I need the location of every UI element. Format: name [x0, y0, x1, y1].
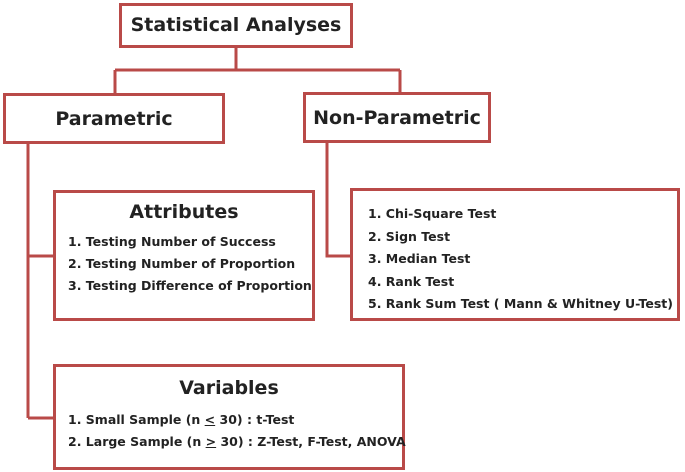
- variables-title: Variables: [179, 377, 279, 399]
- list-item: 3. Median Test: [368, 251, 471, 266]
- attributes-box: Attributes 1. Testing Number of Success …: [53, 190, 315, 321]
- item-prefix: 2. Large Sample (n: [68, 434, 206, 449]
- non-parametric-title: Non-Parametric: [313, 107, 481, 129]
- root-box: Statistical Analyses: [119, 3, 353, 48]
- variables-list: 1. Small Sample (n < 30) : t-Test 2. Lar…: [68, 409, 406, 453]
- list-item: 2. Large Sample (n > 30) : Z-Test, F-Tes…: [68, 431, 406, 453]
- list-item: 5. Rank Sum Test ( Mann & Whitney U-Test…: [368, 296, 673, 311]
- item-suffix: 30) : t-Test: [215, 412, 295, 427]
- attributes-list: 1. Testing Number of Success 2. Testing …: [68, 231, 312, 297]
- list-item: 1. Small Sample (n < 30) : t-Test: [68, 409, 406, 431]
- parametric-title: Parametric: [55, 108, 173, 130]
- item-suffix: 30) : Z-Test, F-Test, ANOVA: [216, 434, 406, 449]
- less-equal-symbol: <: [204, 412, 216, 427]
- list-item: 2. Sign Test: [368, 228, 451, 244]
- list-item: 1. Chi-Square Test: [368, 206, 497, 221]
- non-parametric-tests-list: 1. Chi-Square Test 2. Sign Test 3. Media…: [368, 203, 673, 316]
- item-prefix: 1. Small Sample (n: [68, 412, 205, 427]
- list-item: 1. Testing Number of Success: [68, 234, 276, 249]
- parametric-box: Parametric: [3, 93, 225, 144]
- root-title: Statistical Analyses: [130, 14, 342, 36]
- variables-box: Variables 1. Small Sample (n < 30) : t-T…: [53, 364, 406, 470]
- list-item: 4. Rank Test: [368, 273, 455, 289]
- list-item: 3. Testing Difference of Proportion: [68, 278, 312, 293]
- list-item: 2. Testing Number of Proportion: [68, 256, 296, 271]
- non-parametric-box: Non-Parametric: [303, 92, 491, 143]
- connector-root-to-children: [113, 48, 402, 93]
- non-parametric-tests-box: 1. Chi-Square Test 2. Sign Test 3. Media…: [350, 188, 680, 321]
- attributes-title: Attributes: [129, 201, 239, 223]
- greater-equal-symbol: >: [205, 434, 217, 449]
- connector-to-nonparametric-tests: [325, 143, 350, 258]
